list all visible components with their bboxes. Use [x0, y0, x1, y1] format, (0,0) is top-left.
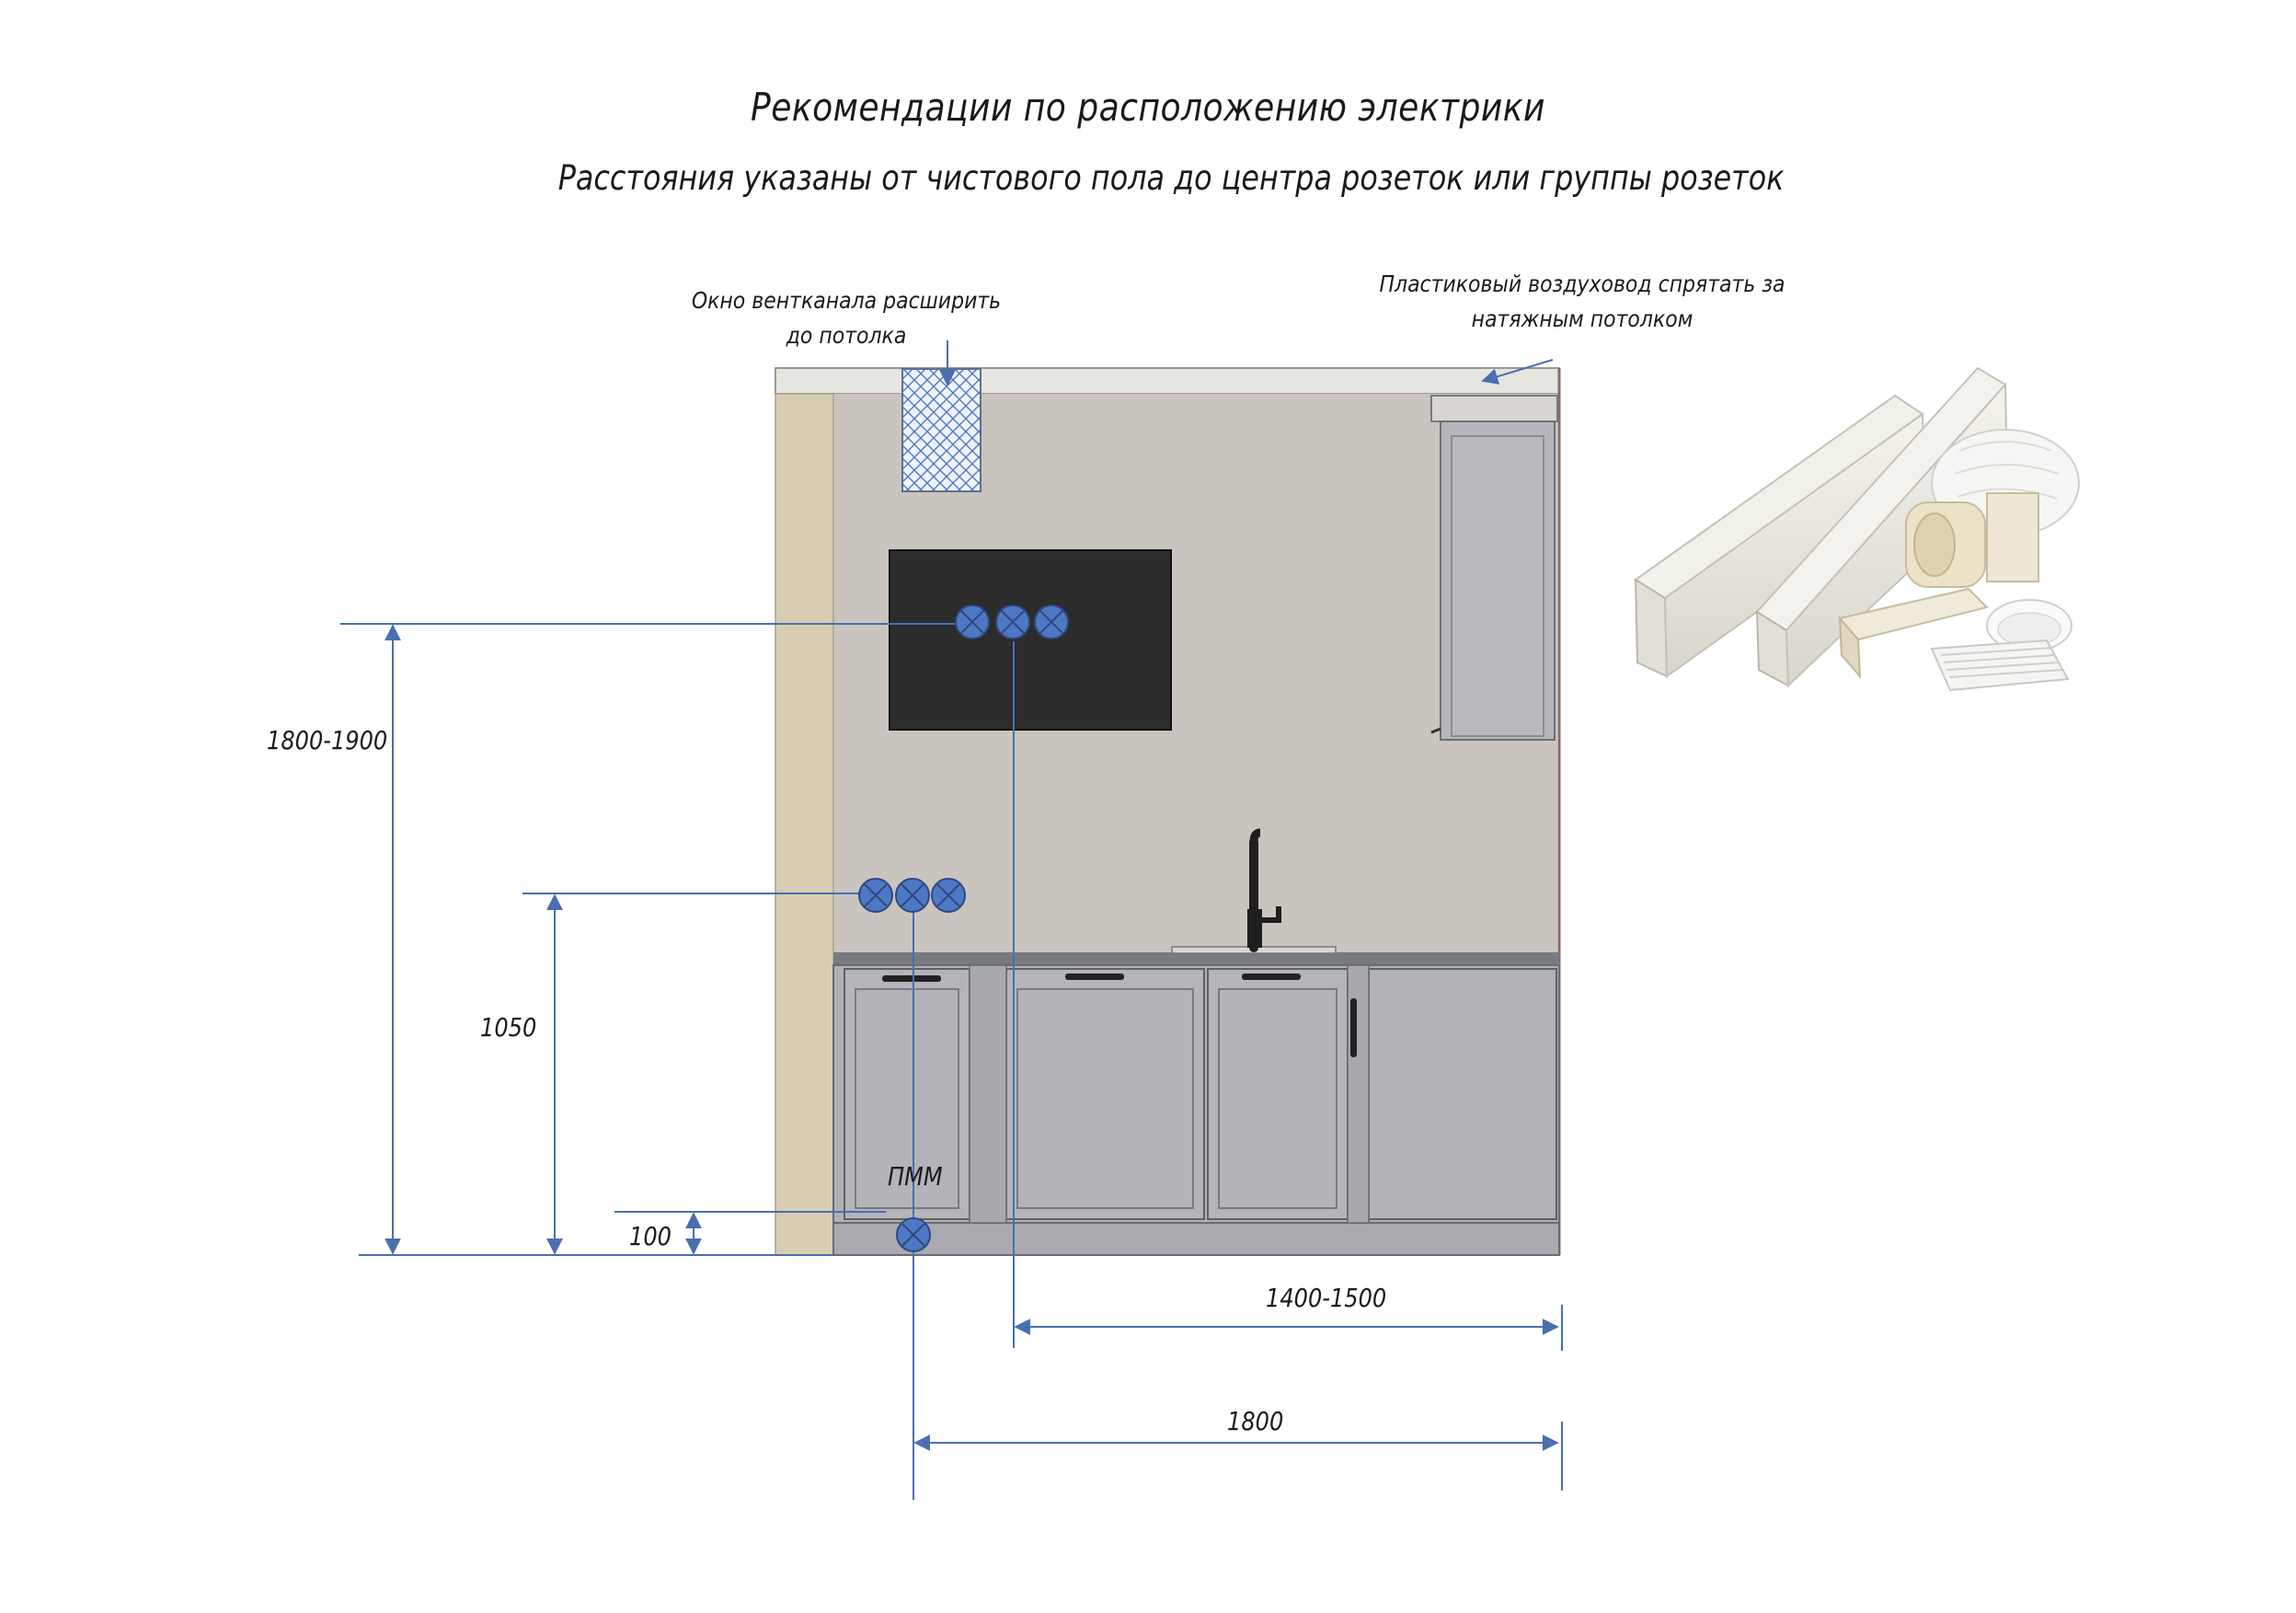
dimension-pmm-offset: 1800	[1227, 1406, 1284, 1436]
base-cabinets	[832, 964, 1560, 1256]
socket-dishwasher	[896, 1217, 931, 1252]
pmm-label: ПММ	[888, 1161, 943, 1192]
ceiling-strip	[775, 367, 1560, 395]
duct-annotation: Пластиковый воздуховод спрятать за натяж…	[1372, 267, 1793, 337]
duct-annotation-line2: натяжным потолком	[1471, 305, 1693, 332]
vent-grille-icon	[1930, 639, 2070, 692]
sink-faucet	[1171, 828, 1337, 954]
socket-group-tv	[955, 605, 1069, 639]
vent-annotation-line2: до потолка	[786, 322, 907, 349]
dimension-counter-height: 1050	[480, 1012, 537, 1043]
socket-group-counter	[858, 878, 966, 913]
dimension-tv-height: 1800-1900	[267, 725, 388, 755]
vent-annotation-line1: Окно вентканала расширить	[691, 287, 1002, 314]
page-subtitle: Расстояния указаны от чистового пола до …	[557, 158, 1785, 198]
socket-icon	[931, 878, 966, 913]
vent-window	[901, 368, 982, 492]
upper-cabinet	[1430, 395, 1558, 741]
socket-icon	[895, 878, 930, 913]
duct-illustration	[1634, 366, 2080, 692]
socket-icon	[955, 605, 990, 639]
dimension-pmm-height: 100	[629, 1221, 672, 1251]
page-title: Рекомендации по расположению электрики	[751, 85, 1545, 130]
vent-annotation: Окно вентканала расширить до потолка	[684, 283, 1008, 353]
socket-icon	[1034, 605, 1069, 639]
socket-icon	[896, 1217, 931, 1252]
tv-screen	[889, 549, 1172, 731]
duct-annotation-line1: Пластиковый воздуховод спрятать за	[1379, 271, 1785, 297]
countertop	[833, 952, 1559, 965]
side-column	[775, 393, 834, 1256]
dimension-tv-offset: 1400-1500	[1266, 1283, 1387, 1313]
socket-icon	[995, 605, 1030, 639]
dimension-lines	[340, 340, 1563, 1500]
socket-icon	[858, 878, 893, 913]
